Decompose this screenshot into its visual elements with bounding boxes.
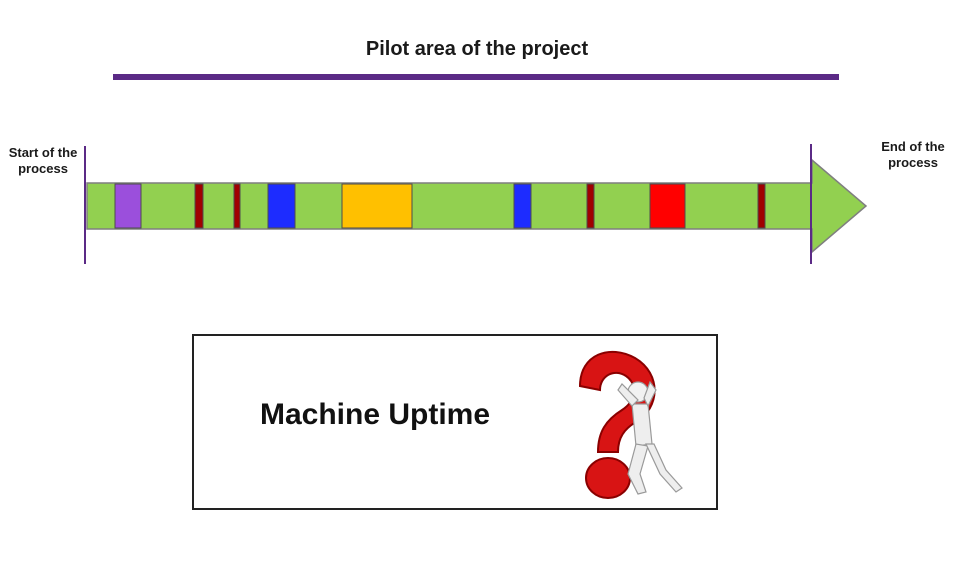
timeline-segment-blue <box>267 183 296 229</box>
start-label: Start of the process <box>8 145 78 176</box>
timeline-segment-darkred <box>194 183 204 229</box>
end-label: End of the process <box>881 139 945 170</box>
question-mark-figure-icon <box>578 350 683 499</box>
timeline-segment-darkred <box>586 183 595 229</box>
timeline-segment-blue <box>513 183 532 229</box>
timeline-segment-darkred <box>233 183 241 229</box>
process-timeline <box>84 144 868 264</box>
pilot-area-line <box>113 74 839 80</box>
page-title: Pilot area of the project <box>365 38 589 60</box>
process-arrow <box>86 158 868 254</box>
timeline-segment-darkred <box>757 183 766 229</box>
machine-uptime-text: Machine Uptime <box>260 398 491 431</box>
machine-uptime-box: Machine Uptime <box>192 334 718 510</box>
timeline-segment-orange <box>341 183 413 229</box>
timeline-segment-red <box>649 183 686 229</box>
timeline-segment-purple <box>114 183 142 229</box>
